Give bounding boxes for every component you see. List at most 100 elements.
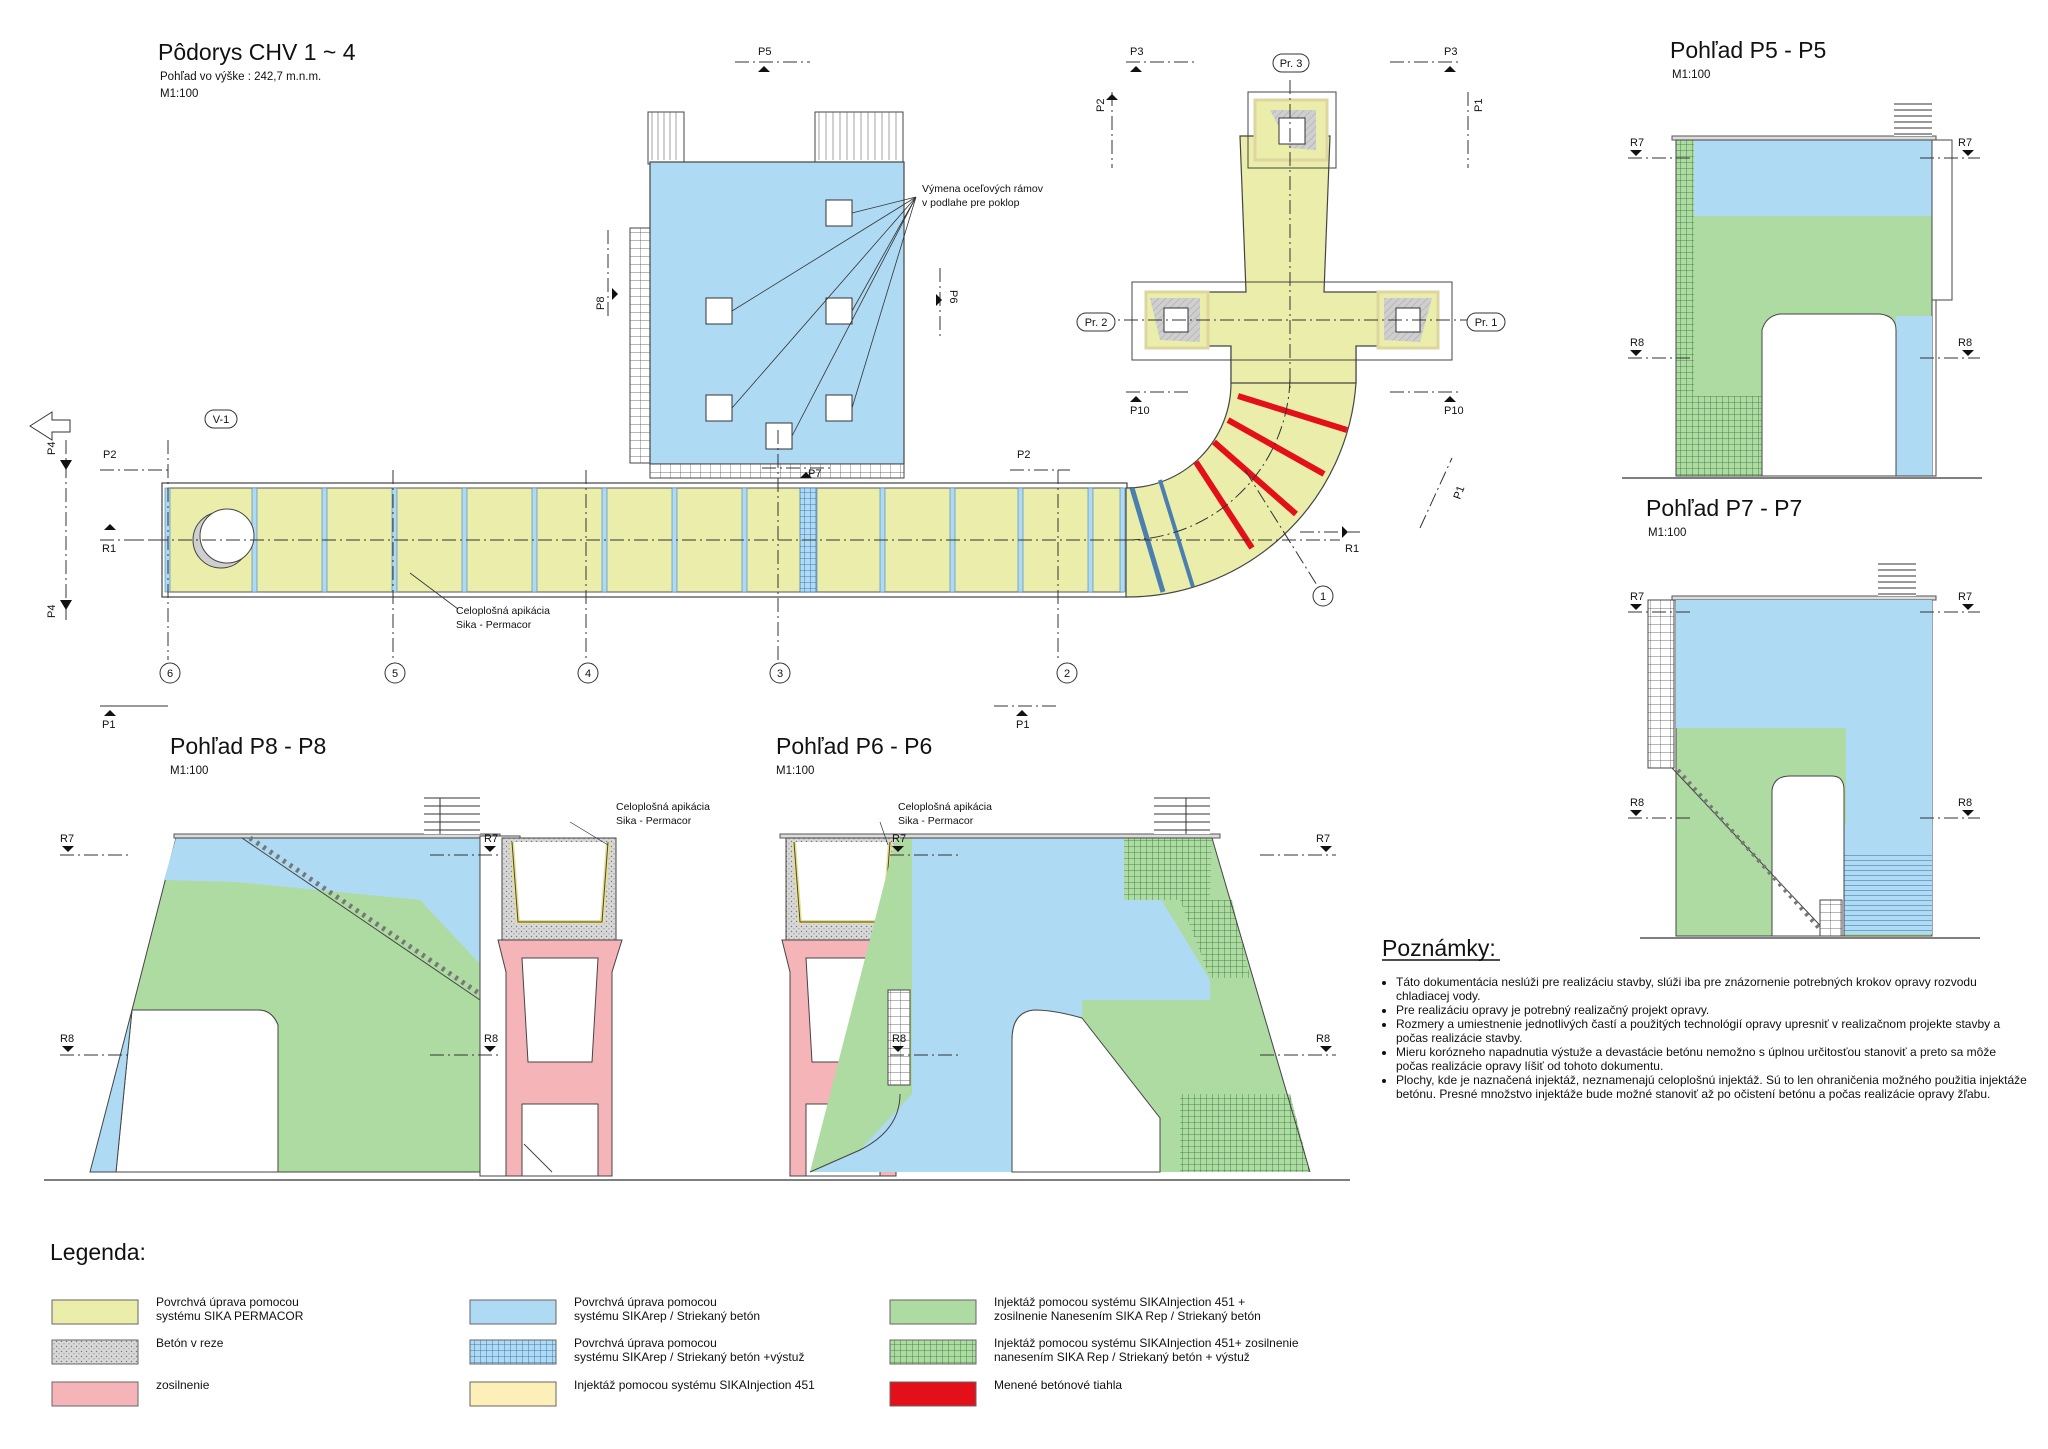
curved-channel <box>1125 91 1453 598</box>
bubble-pr3: Pr. 3 <box>1280 58 1303 70</box>
p8-note-2: Sika - Permacor <box>616 815 692 827</box>
legend-swatch-9 <box>889 1381 977 1407</box>
p7-r8-left: R8 <box>1630 797 1644 809</box>
legend-swatch-4 <box>469 1299 557 1325</box>
p5-r7-right: R7 <box>1958 137 1972 149</box>
bubble-pr1: Pr. 1 <box>1475 317 1498 329</box>
upper-block: Výmena oceľových rámov v podlahe pre pok… <box>629 111 1044 479</box>
axis-1: 1 <box>1320 591 1326 603</box>
p7-r7-right: R7 <box>1958 591 1972 603</box>
view-p6: Pohľad P6 - P6 M1:100 Celoplošná apikáci… <box>776 733 1336 1177</box>
bubble-pr2: Pr. 2 <box>1085 317 1108 329</box>
p7-scale: M1:100 <box>1648 527 1686 539</box>
p3-label-right: P3 <box>1444 46 1457 58</box>
p2-label-vertical: P2 <box>1095 99 1107 112</box>
section-markers: P4 P4 P2 R1 P1 P1 P2 R1 P5 P3 <box>29 46 1485 731</box>
p6-r7-left: R7 <box>892 833 906 845</box>
p6-r7-right: R7 <box>1316 833 1330 845</box>
legend-item-4-line2: systému SIKArep / Striekaný betón <box>574 1309 760 1323</box>
p5-r8-left: R8 <box>1630 337 1644 349</box>
steel-callout-2: v podlahe pre poklop <box>922 197 1020 209</box>
p1-label-right: P1 <box>1016 719 1029 731</box>
view-p7: Pohľad P7 - P7 M1:100 R7 R7 R8 R8 <box>1628 495 1980 939</box>
p1-label-diagonal: P1 <box>1452 484 1468 501</box>
legend-item-6-line1: Injektáž pomocou systému SIKAInjection 4… <box>574 1378 815 1392</box>
legend-item-1-line2: systému SIKA PERMACOR <box>156 1309 304 1323</box>
p7-r8-right: R8 <box>1958 797 1972 809</box>
p2-label-left: P2 <box>103 449 116 461</box>
p8-r7-left: R7 <box>60 833 74 845</box>
p8-r7-right: R7 <box>484 833 498 845</box>
legend-swatch-7 <box>889 1299 977 1325</box>
view-p5: Pohľad P5 - P5 M1:100 R7 R7 R8 R8 <box>1622 37 1982 479</box>
apply-callout-2: Sika - Permacor <box>456 619 532 631</box>
plan-subtitle: Pohľad vo výške : 242,7 m.n.m. <box>160 71 321 83</box>
legend-item-2-line1: Betón v reze <box>156 1336 224 1350</box>
plan-view: Pôdorys CHV 1 ~ 4 Pohľad vo výške : 242,… <box>29 39 1506 731</box>
legend: Legenda: Povrchvá úprava pomocou systému… <box>50 1239 1299 1407</box>
p6-scale: M1:100 <box>776 765 814 777</box>
legend-swatch-5 <box>469 1339 557 1365</box>
p5-label: P5 <box>758 46 771 58</box>
p7-label: P7 <box>808 468 821 480</box>
legend-swatches <box>51 1299 977 1407</box>
legend-item-9-line1: Menené betónové tiahla <box>994 1378 1122 1392</box>
p6-r8-left: R8 <box>892 1033 906 1045</box>
note-item: Mieru korózneho napadnutia výstuže a dev… <box>1396 1045 2030 1073</box>
p5-r8-right: R8 <box>1958 337 1972 349</box>
view-p8: Pohľad P8 - P8 M1:100 Celoplošná apikáci… <box>44 733 1350 1181</box>
p4-label-top: P4 <box>46 442 58 455</box>
p10-label-left: P10 <box>1130 405 1150 417</box>
steel-callout-1: Výmena oceľových rámov <box>922 183 1044 195</box>
plan-axes <box>130 80 1480 660</box>
p8-r8-left: R8 <box>60 1033 74 1045</box>
r1-label-left: R1 <box>102 543 116 555</box>
p7-title: Pohľad P7 - P7 <box>1646 495 1802 521</box>
axis-2: 2 <box>1064 668 1070 680</box>
note-item: Pre realizáciu opravy je potrebný realiz… <box>1396 1003 2030 1017</box>
p6-note-1: Celoplošná apikácia <box>898 801 992 813</box>
legend-swatch-3 <box>51 1381 139 1407</box>
legend-item-8-line1: Injektáž pomocou systému SIKAInjection 4… <box>994 1336 1299 1350</box>
legend-item-4-line1: Povrchvá úprava pomocou <box>574 1295 717 1309</box>
legend-swatch-2 <box>51 1339 139 1365</box>
axis-4: 4 <box>585 668 591 680</box>
note-item: Plochy, kde je naznačená injektáž, nezna… <box>1396 1073 2030 1101</box>
p8-r8-right: R8 <box>484 1033 498 1045</box>
axis-3: 3 <box>777 668 783 680</box>
p2-label-right: P2 <box>1017 449 1030 461</box>
axis-6: 6 <box>167 668 173 680</box>
main-channel: Celoplošná apikácia Sika - Permacor <box>161 482 1128 631</box>
p6-label: P6 <box>947 290 959 303</box>
p6-note-2: Sika - Permacor <box>898 815 974 827</box>
apply-callout-1: Celoplošná apikácia <box>456 605 550 617</box>
legend-item-5-line2: systému SIKArep / Striekaný betón +výstu… <box>574 1350 804 1364</box>
plan-title: Pôdorys CHV 1 ~ 4 <box>158 39 356 65</box>
notes-list: Táto dokumentácia neslúži pre realizáciu… <box>1378 975 2030 1101</box>
plan-scale: M1:100 <box>160 88 198 100</box>
legend-item-3-line1: zosilnenie <box>156 1378 210 1392</box>
legend-swatch-6 <box>469 1381 557 1407</box>
p8-label: P8 <box>595 297 607 310</box>
note-item: Táto dokumentácia neslúži pre realizáciu… <box>1396 975 2030 1003</box>
p3-label-left: P3 <box>1130 46 1143 58</box>
p5-scale: M1:100 <box>1672 69 1710 81</box>
axis-bubbles: 6 5 4 3 2 1 V-1 Pr. 3 Pr. 2 Pr. 1 <box>159 53 1506 684</box>
p6-title: Pohľad P6 - P6 <box>776 733 932 759</box>
r1-label-right: R1 <box>1345 543 1359 555</box>
p1-label-vertical: P1 <box>1473 99 1485 112</box>
p6-r8-right: R8 <box>1316 1033 1330 1045</box>
notes-panel: Táto dokumentácia neslúži pre realizáciu… <box>1378 975 2030 1101</box>
legend-swatch-1 <box>51 1299 139 1325</box>
p8-title: Pohľad P8 - P8 <box>170 733 326 759</box>
p10-label-right: P10 <box>1444 405 1464 417</box>
notes-heading: Poznámky: <box>1382 935 1496 961</box>
legend-item-5-line1: Povrchvá úprava pomocou <box>574 1336 717 1350</box>
p5-title: Pohľad P5 - P5 <box>1670 37 1826 63</box>
note-item: Rozmery a umiestnenie jednotlivých častí… <box>1396 1017 2030 1045</box>
legend-title: Legenda: <box>50 1239 146 1265</box>
bubble-v1: V-1 <box>213 414 230 426</box>
legend-item-7-line2: zosilnenie Nanesením SIKA Rep / Striekan… <box>994 1309 1261 1323</box>
p7-r7-left: R7 <box>1630 591 1644 603</box>
